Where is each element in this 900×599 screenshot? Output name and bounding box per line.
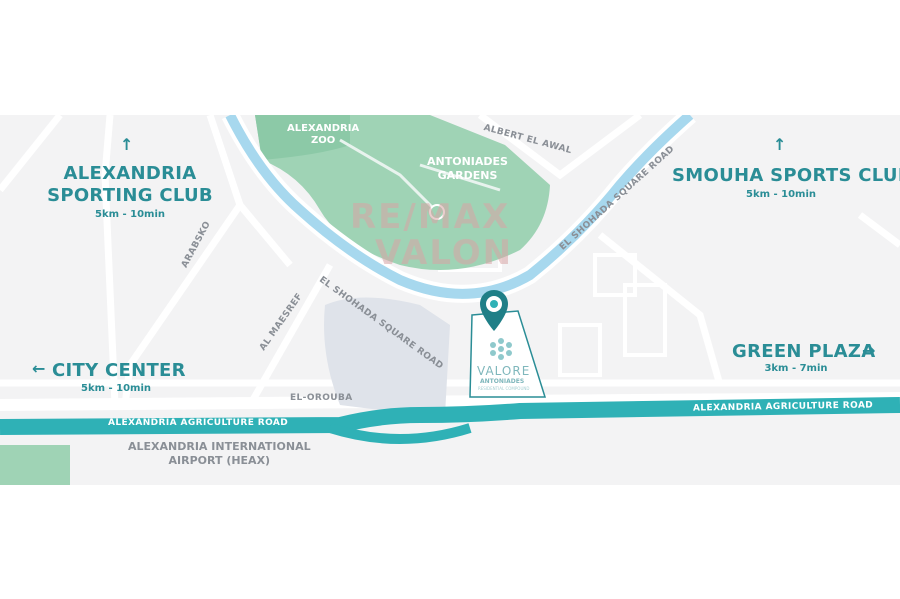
arrow-right-icon: → [862, 341, 876, 360]
zoo-label-line1: ALEXANDRIA [287, 123, 360, 134]
street [477, 115, 643, 180]
mahmoudiyah-canal [225, 115, 694, 299]
project-subtitle: ANTONIADES [480, 378, 525, 385]
garden-roundabout [429, 204, 445, 220]
airport-label-line2: AIRPORT (HEAX) [168, 454, 271, 467]
smouha-label: SMOUHA SPORTS CLUB [672, 165, 900, 186]
garden-paths [339, 138, 501, 212]
gardens-label: ANTONIADES GARDENS [427, 155, 508, 183]
green-plaza-distance: 3km - 7min [764, 363, 828, 374]
valore-logo-icon [490, 338, 512, 360]
gardens-label-line1: ANTONIADES [427, 155, 508, 168]
city-center-distance: 5km - 10min [80, 383, 152, 394]
zoo-area [255, 115, 350, 160]
city-center-label: CITY CENTER [52, 360, 186, 381]
building [593, 253, 637, 297]
el-orouba-road [0, 392, 900, 411]
map-pin-icon[interactable] [479, 289, 509, 333]
zoo-label-line2: ZOO [310, 135, 336, 146]
street [597, 232, 724, 386]
map-graphics [0, 115, 900, 485]
zoo-label: ALEXANDRIA ZOO [287, 123, 359, 147]
sporting-club-distance: 5km - 10min [94, 209, 166, 220]
sporting-club-line2: SPORTING CLUB [47, 185, 213, 206]
antoniades-gardens-park [255, 115, 550, 270]
arabsko-street [121, 203, 243, 406]
agriculture-road-label-left: ALEXANDRIA AGRICULTURE ROAD [108, 418, 289, 428]
location-map: RE/MAX VALON ALEXANDRIA ZOO ANTONIADES G… [0, 115, 900, 485]
highway-interchange [328, 423, 472, 444]
agriculture-road-highway [0, 397, 900, 435]
airport-label: ALEXANDRIA INTERNATIONAL AIRPORT (HEAX) [128, 440, 311, 468]
gardens-label-line2: GARDENS [437, 169, 498, 182]
sporting-club-line1: ALEXANDRIA [63, 163, 197, 184]
building [623, 283, 667, 357]
watermark-line1: RE/MAX [350, 197, 511, 237]
el-orouba-label: EL-OROUBA [290, 393, 353, 403]
arrow-left-icon: ← [32, 359, 46, 378]
project-name: VALORE [477, 364, 531, 378]
smouha-distance: 5km - 10min [745, 189, 817, 200]
project-tagline: RESIDENTIAL COMPOUND [478, 386, 530, 391]
building [558, 323, 602, 377]
arrow-up-icon: ↑ [120, 135, 134, 154]
sporting-club-label: ALEXANDRIA SPORTING CLUB [45, 163, 215, 207]
street [101, 115, 119, 406]
green-area [0, 445, 70, 485]
district-zone [324, 297, 450, 415]
green-plaza-label: GREEN PLAZA [732, 341, 876, 362]
airport-label-line1: ALEXANDRIA INTERNATIONAL [128, 440, 311, 453]
street [0, 115, 63, 193]
watermark-line2: VALON [375, 233, 514, 273]
arrow-up-icon: ↑ [773, 135, 787, 154]
street [857, 212, 900, 248]
